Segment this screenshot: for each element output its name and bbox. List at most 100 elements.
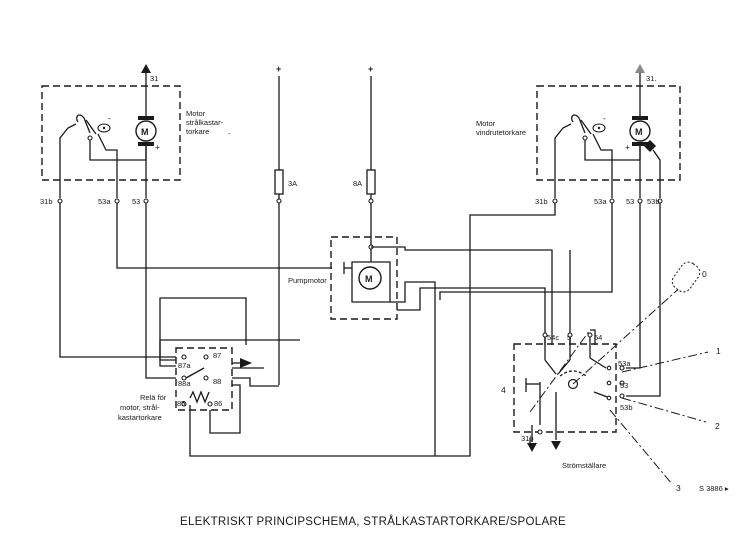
pump-motor: M Pumpmotor [189,236,553,457]
motor-label-dash: - [228,129,231,138]
terminal-31b [57,198,63,204]
fuse-terminal [368,198,374,204]
relay-terminal [181,354,187,360]
relay-terminal-label: 87a [178,361,191,370]
motor-label-line-2: vindrutetorkare [476,128,526,137]
pump-motor-label: Pumpmotor [288,276,327,285]
switch-terminal-label: 5 [567,333,571,342]
headlight-motor-housing [41,85,181,181]
relay-terminal-label: 85 [177,399,185,408]
relay-label-line-1: Relä för [140,393,167,402]
relay-label-line-2: motor, strål- [120,403,160,412]
relay-terminal [207,401,213,407]
wiper-relay: 87a 87 88a 88 85 86 Relä för motor, strå… [118,347,252,422]
terminal-label: 31b [40,197,53,206]
wiring [59,203,661,457]
switch-terminal [619,380,625,386]
fuse-3a: + 3A [274,64,297,385]
motor-symbol: M [365,274,373,284]
minus-symbol: - [108,113,111,123]
motor-icon [629,120,651,142]
fuse-terminal [276,198,282,204]
relay-terminal [203,375,209,381]
switch-terminal-label: 4 [501,385,506,395]
lever-knob-icon [671,261,701,293]
switch-label: Strömställare [562,461,606,470]
motor-symbol: M [141,127,149,137]
switch-housing [513,343,617,433]
windscreen-wiper-motor: 31. M + - Motor vindrutetorkare 31b 53a … [476,64,681,206]
switch-contact [606,395,612,401]
switch-terminal-label: 54c [547,333,559,342]
terminal-label: 53b [647,197,660,206]
relay-housing [175,347,233,411]
switch-terminal-label: 53 [620,381,628,390]
switch-terminal [567,332,573,338]
switch-terminal [542,332,548,338]
motor-label-line-3: torkare [186,127,209,136]
supply-terminal-label: 31. [646,74,656,83]
relay-terminal-label: 86 [214,399,222,408]
position-label: 2 [715,421,720,431]
switch-terminal-label: 31b [521,434,534,443]
supply-terminal-label: 31 [150,74,158,83]
fuse-icon [366,169,376,195]
motor-icon [358,266,382,290]
terminal-label: 53a [594,197,607,206]
ground-arrow-icon [141,64,151,73]
brush-bottom [138,142,154,146]
relay-terminal-label: 88 [213,377,221,386]
pump-motor-housing [330,236,398,320]
switch-terminal-label: 53b [620,403,633,412]
ground-arrow-icon [635,64,645,73]
park-switch-icon [76,114,111,141]
motor-icon [135,120,157,142]
figure-code: S 3886 ▸ [699,484,729,493]
ground-arrow-icon [527,443,537,452]
park-switch-icon [571,114,606,141]
terminal-label: 53a [98,197,111,206]
headlight-wiper-motor: 31 M + - Motor strålkastar- torkare - 31… [40,64,231,206]
terminal-31b [552,198,558,204]
terminal-label: 53 [132,197,140,206]
arrow-right-icon [240,358,252,368]
plus-symbol: + [625,142,630,152]
ground-arrow-icon [551,441,561,450]
supply-plus: + [276,64,281,74]
switch-terminal-label: 53a [618,359,631,368]
motor-label-line-2: strålkastar- [186,118,224,127]
terminal-53a [609,198,615,204]
fuse-rating: 8A [353,179,362,188]
fuse-icon [274,169,284,195]
supply-plus: + [368,64,373,74]
windscreen-motor-housing [536,85,681,181]
switch-terminal [537,429,543,435]
terminal-53a [114,198,120,204]
switch-terminal [619,393,625,399]
motor-label-line-1: Motor [186,109,206,118]
terminal-label: 53 [626,197,634,206]
terminal-label: 31b [535,197,548,206]
switch-contact [606,380,612,386]
diagram-caption: ELEKTRISKT PRINCIPSCHEMA, STRÅLKASTARTOR… [180,515,566,528]
motor-symbol: M [635,127,643,137]
fuse-8a: + 8A [353,64,376,247]
fuse-rating: 3A [288,179,297,188]
switch-terminal-label: 54 [594,333,602,342]
brush-top [632,116,648,120]
relay-coil-icon [189,390,210,404]
switch-terminal [619,365,625,371]
relay-terminal-label: 88a [178,379,191,388]
position-label: 0 [702,269,707,279]
terminal-53 [143,198,149,204]
relay-terminal-label: 87 [213,351,221,360]
wiper-switch: 54c 5 54 4 53a 53 53b [501,261,721,493]
switch-contact [606,365,612,371]
brush-bottom [632,142,648,146]
plus-symbol: + [155,142,160,152]
minus-symbol: - [603,113,606,123]
relay-label-line-3: kastartorkare [118,413,162,422]
position-label: 1 [716,346,721,356]
relay-terminal [181,401,187,407]
switch-terminal [587,332,593,338]
